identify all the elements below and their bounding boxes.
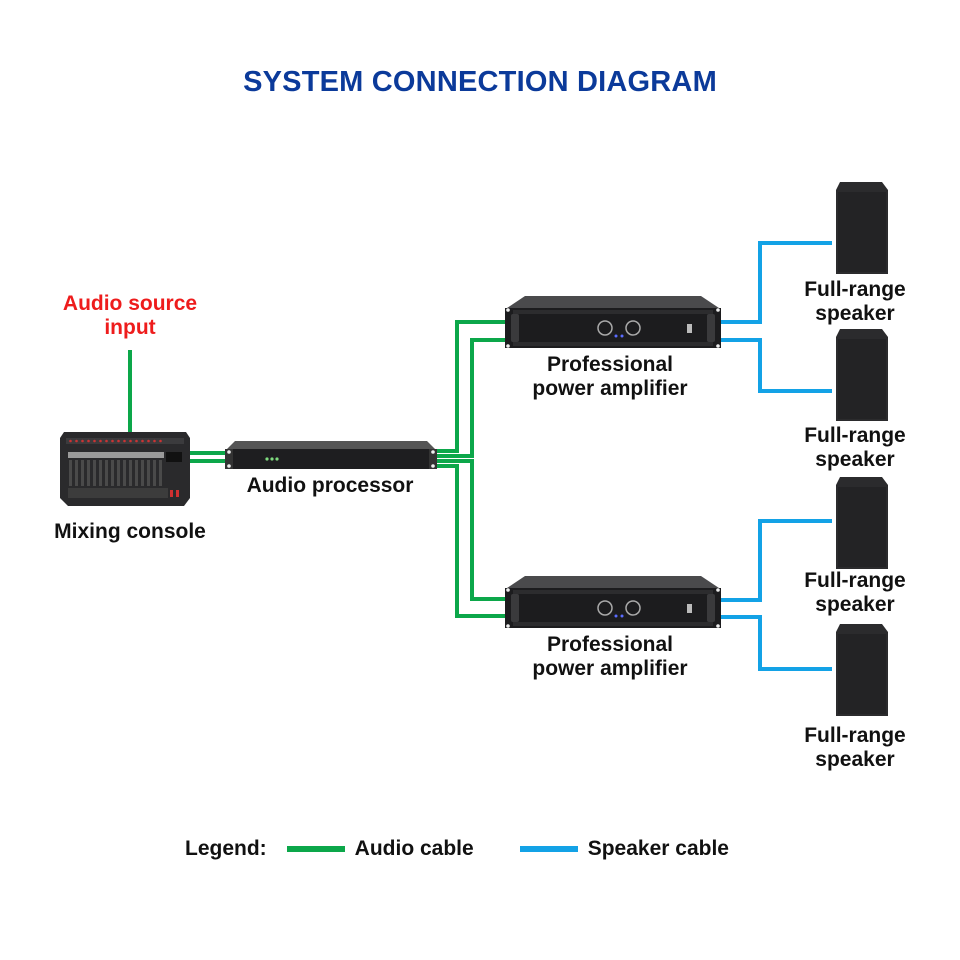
audio-processor-icon	[225, 441, 437, 469]
speaker-1-label: Full-range speaker	[790, 278, 920, 326]
mixer-knob	[87, 439, 90, 443]
mixer-channel-strip	[75, 460, 78, 486]
mixer-knob	[141, 439, 144, 443]
mixer-knob	[105, 439, 108, 443]
audio-cables	[128, 320, 510, 618]
legend-speaker-cable-label: Speaker cable	[587, 837, 729, 860]
amplifier-1-label: Professional power amplifier	[500, 353, 720, 401]
amplifier-1-label-line1: Professional	[546, 353, 674, 376]
speaker-3-label-line2: speaker	[815, 593, 895, 616]
mixer-channel-strip	[111, 460, 114, 486]
speaker-3-label-line1: Full-range	[804, 569, 906, 592]
mixer-knob	[75, 439, 78, 443]
speaker-icon	[836, 329, 888, 421]
mixer-knob	[123, 439, 126, 443]
audio-source-label: Audio source input	[30, 292, 230, 340]
audio-cable-processor-amp2-b	[436, 464, 510, 618]
speaker-2-label-line2: speaker	[815, 448, 895, 471]
mixer-channel-strip	[105, 460, 108, 486]
mixer-channel-strip	[81, 460, 84, 486]
speaker-2-label-line1: Full-range	[804, 424, 906, 447]
mixer-channel-strip	[123, 460, 126, 486]
mixer-channel-strip	[93, 460, 96, 486]
amplifier-2-label: Professional power amplifier	[500, 633, 720, 681]
speaker-cable-amp1-spk1	[720, 241, 832, 324]
mixer-channel-strip	[129, 460, 132, 486]
speaker-icon	[836, 477, 888, 569]
mixer-knob	[147, 439, 150, 443]
mixer-channel-strip	[117, 460, 120, 486]
audio-cable-processor-amp1-b	[436, 338, 510, 458]
mixer-channel-strip	[141, 460, 144, 486]
legend-title: Legend:	[185, 837, 267, 860]
speaker-2-label: Full-range speaker	[790, 424, 920, 472]
legend: Legend: Audio cable Speaker cable	[185, 835, 729, 863]
mixer-knob	[135, 439, 138, 443]
audio-cable-processor-amp2-a	[436, 459, 510, 601]
mixer-knob	[111, 439, 114, 443]
mixer-knob	[129, 439, 132, 443]
mixer-knob	[117, 439, 120, 443]
speaker-4-label-line2: speaker	[815, 748, 895, 771]
power-amplifier-icon	[505, 296, 721, 348]
amplifier-2-label-line2: power amplifier	[532, 657, 688, 680]
mixer-channel-strip	[69, 460, 72, 486]
speaker-cable-amp2-spk4	[720, 615, 832, 671]
speaker-cable-amp2-spk3	[720, 519, 832, 602]
amplifier-2-label-line1: Professional	[546, 633, 674, 656]
diagram-title: SYSTEM CONNECTION DIAGRAM	[243, 66, 717, 98]
legend-audio-cable-swatch	[286, 846, 345, 852]
audio-processor-label: Audio processor	[246, 474, 414, 497]
speaker-1-label-line1: Full-range	[804, 278, 906, 301]
mixer-channel-strip	[159, 460, 162, 486]
audio-cable-processor-amp1-a	[436, 320, 510, 453]
mixing-console-label: Mixing console	[54, 520, 206, 543]
speaker-4-label-line1: Full-range	[804, 724, 906, 747]
legend-speaker-cable-swatch	[519, 846, 578, 852]
mixer-channel-strip	[135, 460, 138, 486]
speaker-icon	[836, 182, 888, 274]
mixer-knob	[153, 439, 156, 443]
speaker-3-label: Full-range speaker	[790, 569, 920, 617]
speaker-icon	[836, 624, 888, 716]
mixer-knob	[93, 439, 96, 443]
audio-source-label-line1: Audio source	[62, 292, 198, 315]
mixer-knob	[99, 439, 102, 443]
mixer-knob	[159, 439, 162, 443]
mixer-channel-strip	[153, 460, 156, 486]
speaker-cable-amp1-spk2	[720, 338, 832, 393]
speaker-cables	[720, 241, 832, 671]
mixer-channel-strip	[147, 460, 150, 486]
mixer-knob	[69, 439, 72, 443]
speaker-4-label: Full-range speaker	[790, 724, 920, 772]
legend-audio-cable-label: Audio cable	[354, 837, 474, 860]
mixer-channel-strip	[99, 460, 102, 486]
speaker-1-label-line2: speaker	[815, 302, 895, 325]
mixer-knob	[81, 439, 84, 443]
mixer-channel-strip	[87, 460, 90, 486]
amplifier-1-label-line2: power amplifier	[532, 377, 688, 400]
audio-source-label-line2: input	[104, 316, 156, 339]
power-amplifier-icon	[505, 576, 721, 628]
mixing-console-icon	[60, 432, 190, 506]
